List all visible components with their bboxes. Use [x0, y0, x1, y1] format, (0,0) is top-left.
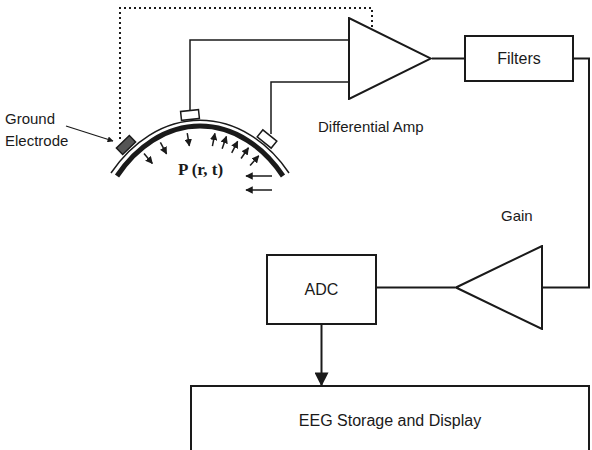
- signal-wire: [321, 325, 323, 385]
- dipole-arrow: [144, 153, 152, 163]
- dipole-arrow: [232, 141, 238, 153]
- signal-wire: [432, 58, 464, 60]
- callout-label: Ground Electrode: [5, 108, 87, 152]
- dipole-arrow: [222, 137, 226, 149]
- field-label: P (r, t): [178, 158, 223, 183]
- triangle-outline: [348, 17, 432, 100]
- node-text: EEG Storage and Display: [299, 411, 481, 430]
- storage-box: EEG Storage and Display: [190, 385, 590, 450]
- signal-wire: [377, 287, 455, 289]
- dipole-arrow: [241, 148, 248, 159]
- node-text: Gain: [501, 207, 533, 225]
- electrode: [257, 130, 277, 148]
- dipole-arrow: [187, 133, 189, 146]
- current-arrow: [246, 189, 272, 191]
- triangle-outline: [455, 245, 543, 330]
- dipole-arrow: [160, 142, 166, 153]
- gain-triangle: Gain: [455, 245, 543, 330]
- triangle-shape: [456, 246, 542, 329]
- process-box: ADC: [266, 254, 377, 325]
- current-arrow: [246, 175, 272, 177]
- node-text: ADC: [305, 280, 339, 299]
- amplifier-triangle: Differential Amp: [348, 17, 432, 100]
- node-text: Filters: [497, 49, 541, 68]
- process-box: Filters: [464, 35, 574, 82]
- electrode-wire: [190, 40, 348, 110]
- signal-wire: [543, 59, 589, 288]
- dipole-arrow: [250, 156, 259, 166]
- triangle-shape: [349, 18, 431, 99]
- node-text: Differential Amp: [318, 118, 424, 136]
- electrode: [181, 110, 200, 121]
- dipole-arrow: [212, 133, 214, 146]
- leader-line: [66, 126, 113, 141]
